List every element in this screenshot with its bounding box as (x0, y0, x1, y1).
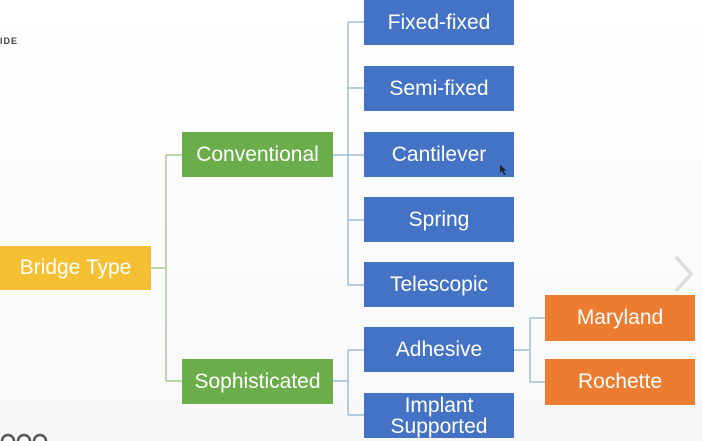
node-adhesive-label: Adhesive (395, 337, 483, 361)
node-sophisticated-label: Sophisticated (194, 369, 321, 393)
mouse-pointer-icon (500, 165, 507, 175)
node-spring-label: Spring (408, 207, 470, 231)
node-cantilever-label: Cantilever (391, 142, 487, 166)
node-conventional: Conventional (182, 132, 333, 177)
node-semi-fixed-label: Semi-fixed (389, 76, 489, 100)
node-maryland-label: Maryland (576, 306, 664, 329)
node-bridge-type: Bridge Type (0, 246, 151, 290)
node-fixed-fixed-label: Fixed-fixed (387, 10, 491, 34)
node-adhesive: Adhesive (364, 327, 514, 372)
node-cantilever: Cantilever (364, 132, 514, 177)
corner-label: IDE (0, 36, 19, 46)
connector-root-to-categories (151, 154, 182, 382)
node-bridge-type-label: Bridge Type (19, 256, 132, 279)
node-implant-supported: Implant Supported (364, 393, 514, 438)
node-sophisticated: Sophisticated (182, 359, 333, 404)
node-semi-fixed: Semi-fixed (364, 66, 514, 111)
node-rochette: Rochette (545, 359, 695, 405)
connector-conventional-to-types (333, 21, 364, 286)
connector-sophisticated-to-types (333, 349, 364, 416)
node-fixed-fixed: Fixed-fixed (364, 0, 514, 45)
connector-adhesive-to-subtypes (514, 317, 545, 383)
node-implant-label-line2: Supported (390, 414, 488, 438)
node-spring: Spring (364, 197, 514, 242)
node-implant-label-line1: Implant (404, 393, 474, 417)
node-conventional-label: Conventional (196, 142, 319, 166)
node-telescopic-label: Telescopic (389, 272, 489, 296)
node-telescopic: Telescopic (364, 262, 514, 307)
chevron-right-icon[interactable] (672, 254, 696, 294)
node-rochette-label: Rochette (577, 370, 663, 393)
ellipsis-icon[interactable] (0, 431, 50, 441)
node-maryland: Maryland (545, 295, 695, 341)
